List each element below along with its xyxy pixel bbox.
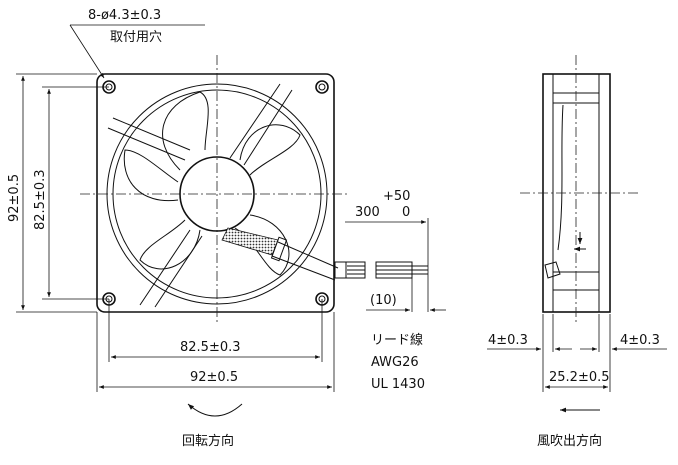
- lead-wire-standard: UL 1430: [371, 377, 425, 392]
- fan-hub: [179, 156, 255, 232]
- frame-struts: [107, 83, 293, 308]
- lead-tol-minus-text: 0: [402, 205, 410, 220]
- width-dimensions: 82.5±0.3 92±0.5: [96, 299, 335, 392]
- lead-wire-gauge: AWG26: [371, 355, 419, 370]
- width-outer-text: 92±0.5: [190, 370, 238, 385]
- mounting-holes: [102, 80, 329, 306]
- flange-left-text: 4±0.3: [488, 333, 528, 348]
- lead-length-text: 300: [355, 205, 380, 220]
- depth-dimensions: 4±0.3 4±0.3 25.2±0.5 風吹出方向: [487, 314, 667, 449]
- flange-right-text: 4±0.3: [620, 333, 660, 348]
- rotation-arrow-icon: [187, 403, 243, 417]
- depth-text: 25.2±0.5: [549, 370, 610, 385]
- airflow-label: 風吹出方向: [537, 433, 602, 449]
- hole-callout: 8-ø4.3±0.3 取付用穴: [69, 8, 205, 79]
- hole-label-text: 取付用穴: [110, 30, 162, 45]
- lead-wire-label: リード線: [371, 332, 423, 348]
- strip-length-text: (10): [370, 293, 397, 308]
- fan-front-view: [80, 55, 350, 325]
- rotation-indicator: 回転方向: [182, 403, 243, 449]
- fan-side-view: [520, 55, 640, 325]
- rotation-label: 回転方向: [182, 433, 234, 449]
- hole-spec-text: 8-ø4.3±0.3: [88, 8, 161, 23]
- height-outer-text: 92±0.5: [7, 174, 22, 222]
- height-pitch-text: 82.5±0.3: [33, 169, 48, 230]
- lead-tol-plus-text: +50: [383, 189, 410, 204]
- height-dimensions: 92±0.5 82.5±0.3: [7, 73, 109, 313]
- lead-wire-detail: 300 +50 0 (10) リード線 AWG26 UL 1430: [334, 189, 446, 392]
- width-pitch-text: 82.5±0.3: [180, 340, 241, 355]
